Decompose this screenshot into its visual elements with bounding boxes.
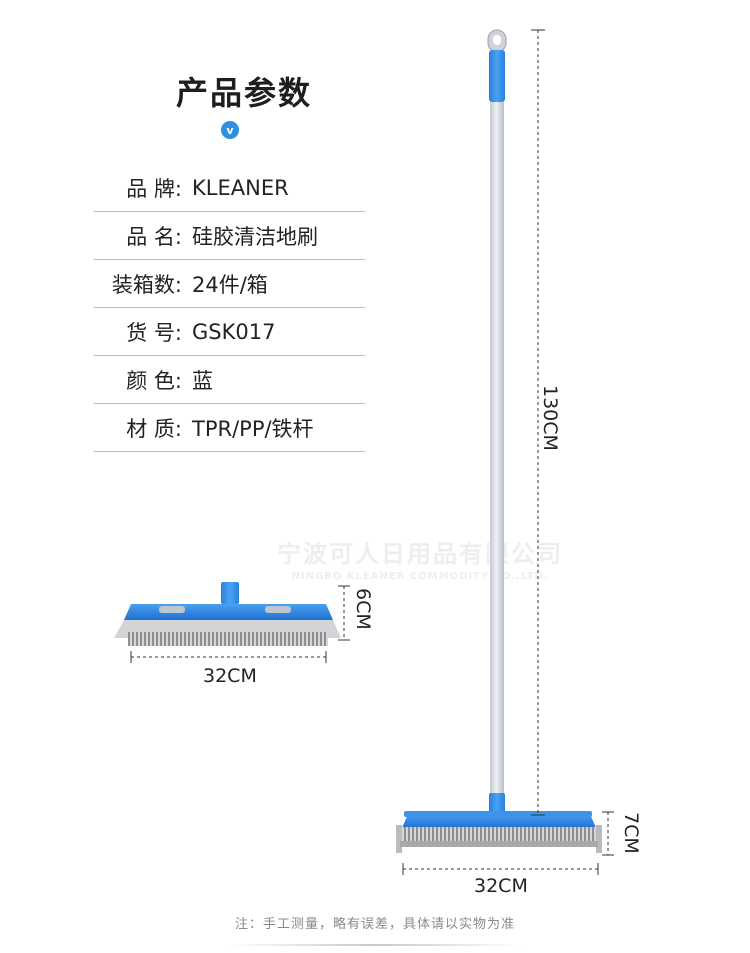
spec-row-brand: 品 牌: KLEANER — [94, 164, 365, 212]
spec-value: 24件/箱 — [192, 272, 268, 297]
spec-row-packing: 装箱数: 24件/箱 — [94, 260, 365, 308]
measurement-note: 注：手工测量，略有误差，具体请以实物为准 — [234, 917, 515, 932]
chevron-down-icon: v — [221, 121, 239, 139]
large-brush-head — [396, 811, 602, 853]
dim-large-head-height: 7CM — [620, 812, 642, 854]
watermark-company-en: NINGBO KLEANER COMMODITY CO.,LTD. — [291, 571, 549, 582]
dim-large-head-width: 32CM — [474, 875, 528, 897]
spec-label: 颜 色: — [126, 368, 182, 393]
watermark-company-cn: 宁波可人日用品有限公司 — [277, 540, 563, 568]
dim-handle-length: 130CM — [539, 385, 561, 451]
page-title: 产品参数 — [175, 74, 312, 112]
spec-value: KLEANER — [192, 175, 289, 200]
company-watermark: 宁波可人日用品有限公司 NINGBO KLEANER COMMODITY CO.… — [230, 534, 610, 582]
divider — [228, 944, 522, 946]
spec-value: 蓝 — [192, 368, 213, 393]
handle-grip — [489, 50, 505, 102]
dimension-ticks — [130, 29, 614, 875]
dimension-lines — [131, 30, 609, 870]
spec-row-color: 颜 色: 蓝 — [94, 356, 365, 404]
spec-row-item-number: 货 号: GSK017 — [94, 308, 365, 356]
spec-value: 硅胶清洁地刷 — [192, 224, 318, 249]
spec-label: 材 质: — [126, 416, 182, 441]
handle-pole — [490, 102, 504, 794]
head-connector — [489, 793, 505, 815]
dim-small-head-width: 32CM — [203, 665, 257, 687]
small-brush-head — [114, 582, 341, 646]
spec-label: 品 牌: — [126, 176, 182, 201]
spec-row-name: 品 名: 硅胶清洁地刷 — [94, 212, 365, 260]
dim-small-head-height: 6CM — [352, 588, 374, 630]
spec-value: TPR/PP/铁杆 — [192, 416, 314, 441]
spec-row-material: 材 质: TPR/PP/铁杆 — [94, 404, 365, 452]
spec-value: GSK017 — [192, 319, 276, 344]
hang-loop — [487, 29, 507, 53]
spec-table: 品 牌: KLEANER 品 名: 硅胶清洁地刷 装箱数: 24件/箱 货 号:… — [94, 164, 365, 452]
spec-label: 货 号: — [126, 320, 182, 345]
spec-label: 装箱数: — [111, 272, 182, 297]
spec-label: 品 名: — [126, 224, 182, 249]
